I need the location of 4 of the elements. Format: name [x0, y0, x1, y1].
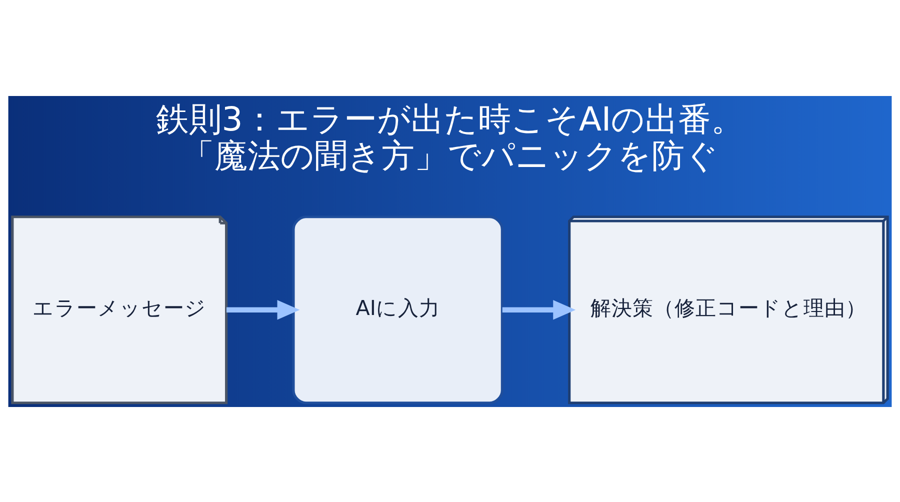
node-box: AIに入力	[292, 215, 504, 404]
arrow	[502, 300, 576, 320]
arrow	[226, 300, 300, 320]
diagram-title: 鉄則3：エラーが出た時こそAIの出番。「魔法の聞き方」でパニックを防ぐ	[156, 99, 744, 174]
